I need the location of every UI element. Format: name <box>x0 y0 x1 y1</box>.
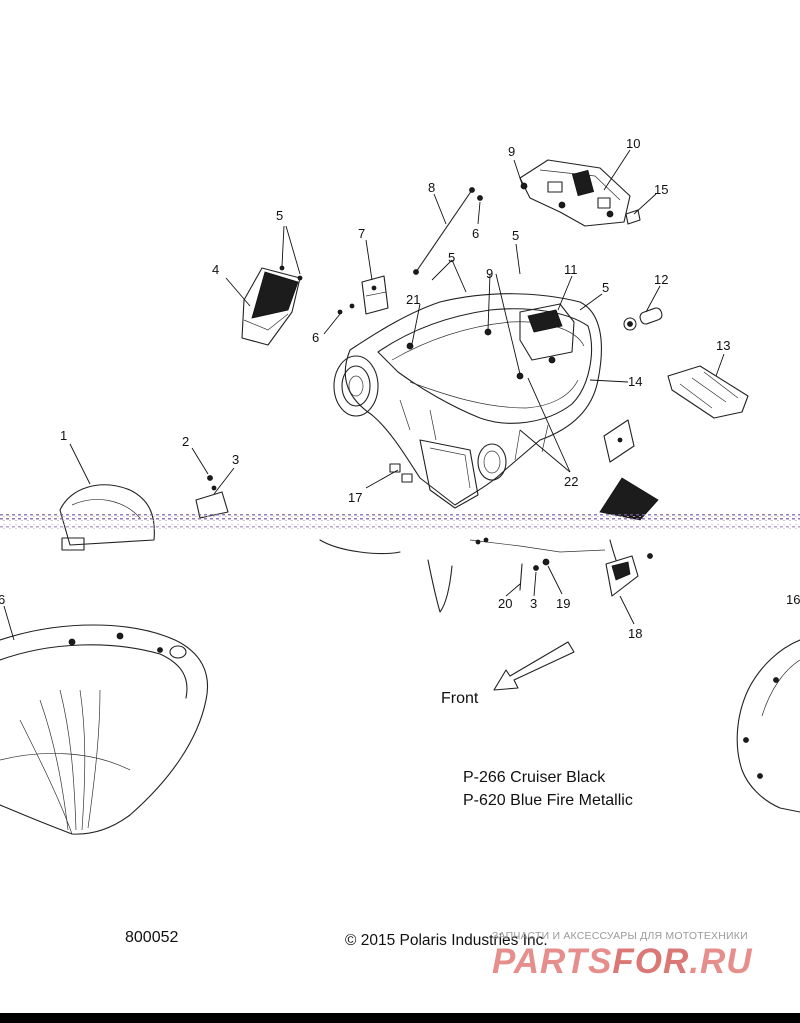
callout-3-lower: 3 <box>530 596 537 611</box>
callout-5-left: 5 <box>276 208 283 223</box>
callout-17: 17 <box>348 490 362 505</box>
part-10-switch-bracket <box>519 159 631 227</box>
watermark-tagline: ЗАПЧАСТИ И АКСЕССУАРЫ ДЛЯ МОТОТЕХНИКИ <box>492 930 748 942</box>
front-direction-label: Front <box>441 690 479 707</box>
callout-16-left: 6 <box>0 592 5 607</box>
paint-code-blue-fire-metallic: P-620 Blue Fire Metallic <box>463 792 633 809</box>
part-6-screw-left <box>337 303 355 315</box>
callout-20: 20 <box>498 596 512 611</box>
callout-6-top: 6 <box>472 226 479 241</box>
bottom-border-bar <box>0 1013 800 1023</box>
callout-7: 7 <box>358 226 365 241</box>
callout-1: 1 <box>60 428 67 443</box>
callout-6-left: 6 <box>312 330 319 345</box>
part-1-side-fairing <box>59 484 155 551</box>
callout-3: 3 <box>232 452 239 467</box>
callout-11: 11 <box>564 262 578 277</box>
front-arrow <box>493 641 575 691</box>
watermark-brand-ru: .RU <box>689 942 753 981</box>
callout-9-center: 9 <box>486 266 493 281</box>
callouts: 1 2 3 3 4 5 5 5 5 6 6 7 8 9 9 10 11 12 1… <box>0 136 800 641</box>
part-3-washer <box>533 565 539 571</box>
callout-4: 4 <box>212 262 219 277</box>
part-lower-center <box>319 537 606 613</box>
callout-5-right: 5 <box>602 280 609 295</box>
watermark-brand-for: FOR <box>612 942 690 981</box>
part-14-inner-fairing <box>333 293 602 509</box>
callout-13: 13 <box>716 338 730 353</box>
part-11-box <box>519 303 575 361</box>
callout-16-right: 16 <box>786 592 800 607</box>
part-18-mount <box>605 539 639 597</box>
callout-15: 15 <box>654 182 668 197</box>
watermark-logo: PARTSFOR.RU <box>492 942 753 982</box>
callout-5-top: 5 <box>512 228 519 243</box>
part-bracket-right <box>603 419 635 463</box>
watermark-brand-parts: PARTS <box>492 942 613 981</box>
part-screw-right <box>647 553 653 559</box>
leader-lines <box>3 149 725 641</box>
part-9-screw-top <box>520 182 528 190</box>
part-12-connector <box>623 307 663 331</box>
callout-18: 18 <box>628 626 642 641</box>
callout-9-top: 9 <box>508 144 515 159</box>
part-15-clip <box>625 209 641 225</box>
part-16-lid-right <box>736 639 800 813</box>
part-19-nut <box>542 558 550 566</box>
part-16-lid-left <box>0 624 208 835</box>
callout-5-center: 5 <box>448 250 455 265</box>
callout-8: 8 <box>428 180 435 195</box>
scan-glitch-band <box>0 514 800 530</box>
part-8-cable <box>413 187 475 275</box>
callout-21: 21 <box>406 292 420 307</box>
diagram-number: 800052 <box>125 929 179 946</box>
part-7-bracket <box>361 275 389 315</box>
part-6-screw-top <box>477 195 483 201</box>
callout-2: 2 <box>182 434 189 449</box>
copyright-notice: © 2015 Polaris Industries Inc. <box>345 932 548 949</box>
callout-14: 14 <box>628 374 642 389</box>
paint-code-cruiser-black: P-266 Cruiser Black <box>463 769 606 786</box>
callout-22: 22 <box>564 474 578 489</box>
part-13-plate <box>667 365 749 419</box>
part-2-3-bracket <box>195 475 229 519</box>
callout-19: 19 <box>556 596 570 611</box>
part-4-speaker-pad <box>241 265 303 346</box>
part-20-bolt <box>519 563 523 591</box>
callout-10: 10 <box>626 136 640 151</box>
callout-12: 12 <box>654 272 668 287</box>
